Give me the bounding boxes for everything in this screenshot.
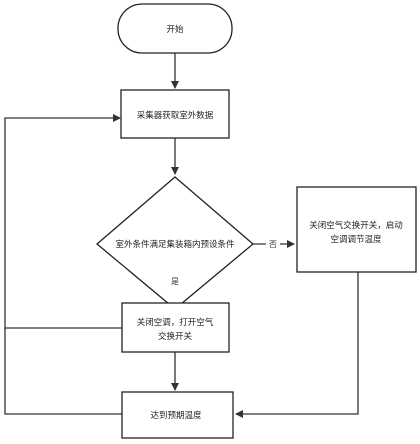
end-label: 达到预期温度 <box>150 410 202 421</box>
edge-end-loop-back <box>4 328 122 415</box>
no-action-node <box>296 186 417 273</box>
start-node <box>117 3 233 54</box>
yes-action-label-line1: 关闭空调，打开空气 <box>137 317 214 328</box>
edge-yes-action-loop-back <box>4 114 122 329</box>
no-action-label-line2: 空调调节温度 <box>330 234 382 245</box>
no-label-bg <box>266 237 280 250</box>
yes-label-bg <box>168 274 182 287</box>
end-node <box>121 391 234 439</box>
yes-edge-label: 是 <box>171 277 179 286</box>
no-edge-label: 否 <box>269 240 277 249</box>
collect-label: 采集器获取室外数据 <box>137 110 214 121</box>
yes-action-label-line2: 交换开关 <box>158 331 193 342</box>
collect-node <box>120 89 230 139</box>
edge-no-action-to-end <box>235 272 359 418</box>
no-action-label-line1: 关闭空气交换开关，启动 <box>309 220 403 231</box>
yes-action-node <box>121 302 230 353</box>
decision-label: 室外条件满足集装箱内预设条件 <box>115 239 235 250</box>
start-label: 开始 <box>166 24 184 35</box>
